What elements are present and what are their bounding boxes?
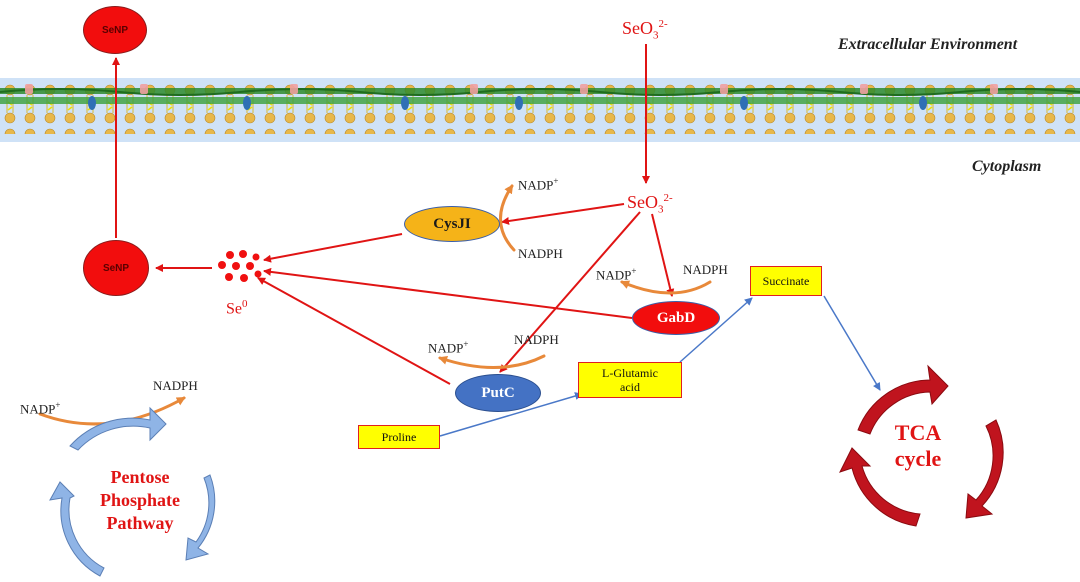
cytoplasm-label: Cytoplasm <box>972 158 1042 175</box>
pentose-nadp-label: NADP+ <box>20 400 61 417</box>
arrow-gabd-to-se0 <box>263 267 633 319</box>
tca-cycle-arrows <box>839 364 1004 527</box>
pentose-phosphate-label: Pentose Phosphate Pathway <box>70 466 210 535</box>
proline-box: Proline <box>358 425 440 449</box>
gabd-nadph-label: NADPH <box>683 262 728 277</box>
arrow-proline-to-glutamic <box>439 392 583 437</box>
senp-intracellular-node: SeNP <box>83 240 149 296</box>
se0-label: Se0 <box>226 298 248 318</box>
arrow-cysji-nadph-to-nadp <box>499 184 516 252</box>
putc-nadph-label: NADPH <box>514 332 559 347</box>
cysji-nadp-label: NADP+ <box>518 176 559 193</box>
selenite-intracellular-label: SeO32- <box>627 192 673 216</box>
selenite-extracellular-label: SeO32- <box>622 18 668 42</box>
pentose-nadph-label: NADPH <box>153 378 198 393</box>
arrow-glutamic-to-succinate <box>679 297 753 363</box>
arrow-succinate-to-tca <box>823 295 881 391</box>
tca-word: TCA <box>894 420 942 445</box>
arrow-selenite-to-gabd <box>651 213 675 297</box>
senp-extracellular-node: SeNP <box>83 6 147 54</box>
pentose-cycle-arrows <box>49 406 216 577</box>
cysji-nadph-label: NADPH <box>518 246 563 261</box>
cycle-word: cycle <box>894 446 942 471</box>
phosphate-word: Phosphate <box>99 490 180 510</box>
se0-particles <box>218 250 262 282</box>
gabd-enzyme: GabD <box>632 301 720 335</box>
tca-cycle-label: TCA cycle <box>880 420 956 472</box>
gabd-nadp-label: NADP+ <box>596 266 637 283</box>
arrow-selenite-to-cysji <box>501 203 625 225</box>
pentose-word: Pentose <box>110 467 170 487</box>
putc-nadp-label: NADP+ <box>428 339 469 356</box>
arrow-selenite-to-putc <box>499 211 641 373</box>
arrow-putc-nadph-to-nadp <box>438 354 546 370</box>
putc-enzyme: PutC <box>455 374 541 412</box>
succinate-box: Succinate <box>750 266 822 296</box>
pathway-word: Pathway <box>106 513 174 533</box>
arrow-cysji-to-se0 <box>263 233 403 263</box>
cysji-enzyme: CysJI <box>404 206 500 242</box>
glutamic-acid-box: L-Glutamic acid <box>578 362 682 398</box>
cell-membrane <box>0 78 1080 142</box>
arrow-putc-to-se0 <box>257 277 451 385</box>
extracellular-label: Extracellular Environment <box>838 36 1018 53</box>
arrow-gabd-nadph-to-nadp <box>620 280 712 295</box>
